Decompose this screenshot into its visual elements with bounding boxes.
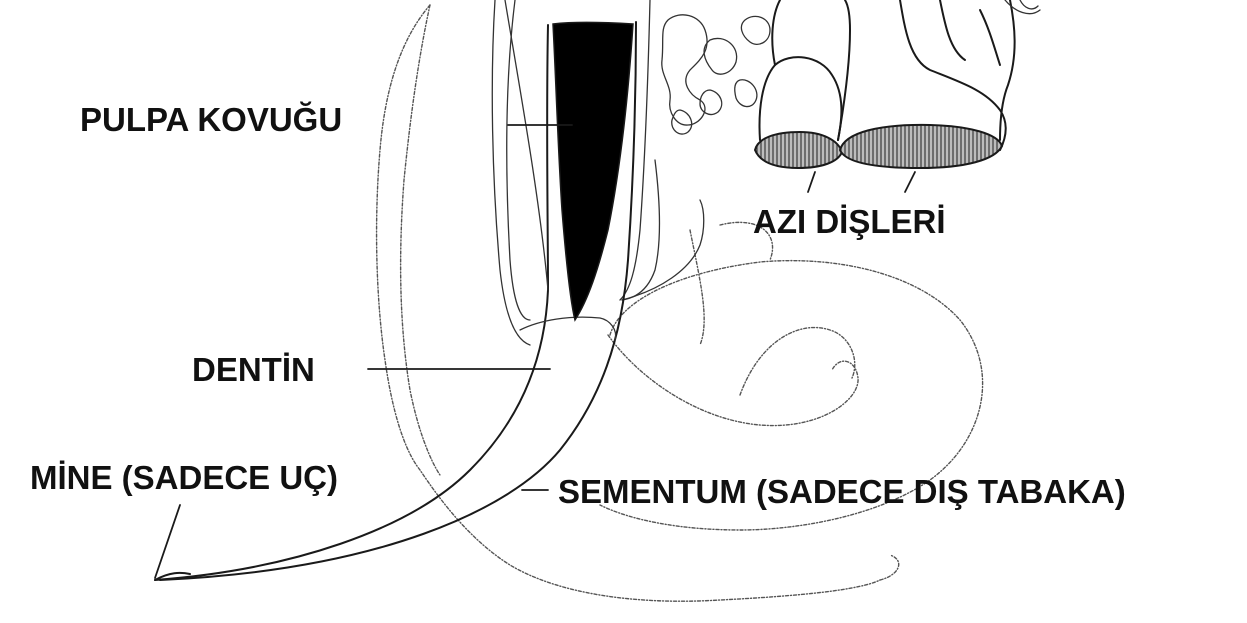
spongy-bone — [662, 15, 770, 134]
molars — [755, 0, 1040, 168]
label-cementum: SEMENTUM (SADECE DIŞ TABAKA) — [558, 473, 1126, 510]
label-pulp-cavity: PULPA KOVUĞU — [80, 101, 342, 138]
leader-enamel — [155, 505, 180, 578]
curled-soft-tissue — [600, 222, 983, 580]
jaw-outline — [377, 5, 880, 601]
pulp-cavity — [553, 23, 633, 321]
label-enamel: MİNE (SADECE UÇ) — [30, 459, 338, 496]
label-molars: AZI DİŞLERİ — [753, 203, 946, 240]
leader-molar-1 — [808, 172, 815, 192]
label-dentin: DENTİN — [192, 351, 315, 388]
leader-molar-2 — [905, 172, 915, 192]
